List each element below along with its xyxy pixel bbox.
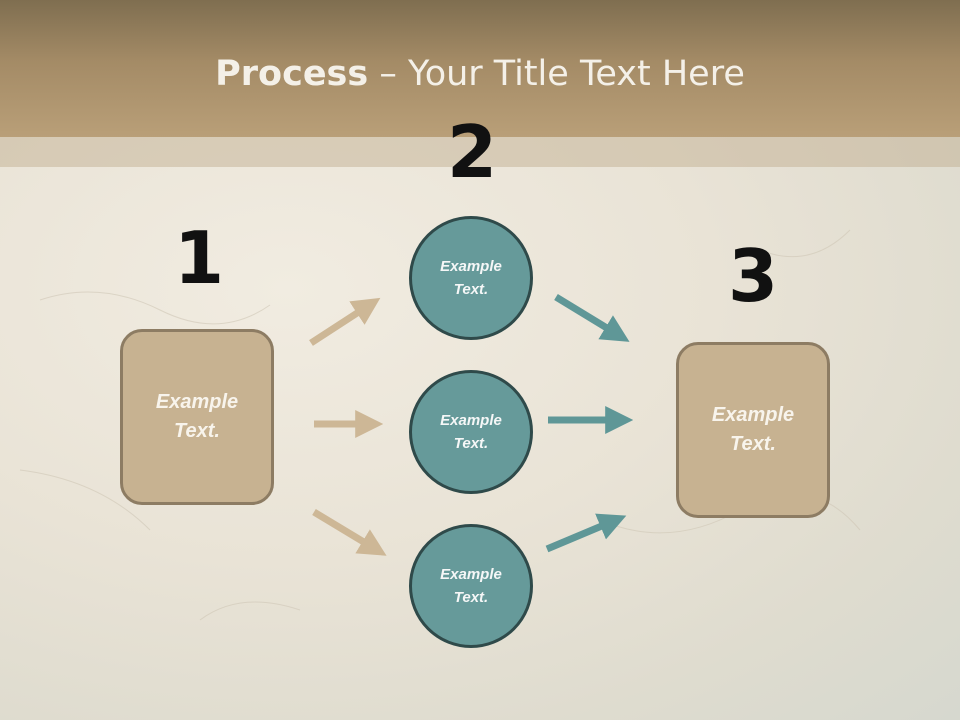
circle-top: Example Text. <box>409 216 533 340</box>
page-title: Process – Your Title Text Here <box>0 52 960 96</box>
circle-middle-text: Example Text. <box>440 412 502 452</box>
title-rest-part: – Your Title Text Here <box>368 54 745 94</box>
arrow-left-to-bottom <box>312 509 387 556</box>
circle-top-text: Example Text. <box>440 258 502 298</box>
left-box: Example Text. <box>120 329 274 505</box>
circle-bottom: Example Text. <box>409 524 533 648</box>
arrow-left-to-top <box>309 297 381 346</box>
left-box-text: Example Text. <box>155 391 239 442</box>
circle-bottom-text: Example Text. <box>440 566 502 606</box>
step-number-3: 3 <box>727 234 779 318</box>
step-number-1: 1 <box>173 216 225 300</box>
step-number-2: 2 <box>446 110 498 194</box>
right-box: Example Text. <box>676 342 830 518</box>
arrow-top-to-right <box>554 294 630 342</box>
title-bold-part: Process <box>215 54 369 94</box>
title-bar-band <box>0 137 960 167</box>
right-box-text: Example Text. <box>711 404 795 455</box>
title-bar <box>0 0 960 137</box>
circle-middle: Example Text. <box>409 370 533 494</box>
arrow-bottom-to-right <box>545 513 627 553</box>
